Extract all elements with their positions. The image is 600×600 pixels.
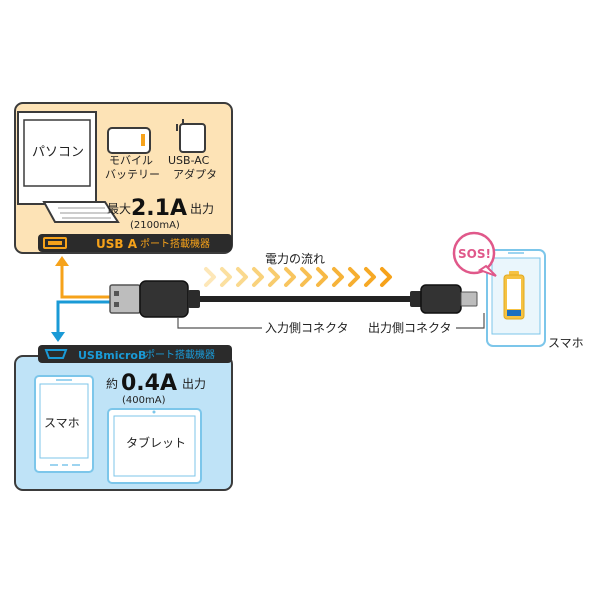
usb-a-port-type: USB A bbox=[96, 237, 138, 251]
top-output-prefix: 最大 bbox=[107, 202, 131, 216]
bottom-output-value: 0.4A bbox=[121, 371, 177, 396]
laptop-icon bbox=[17, 111, 120, 223]
usb-a-port-icon bbox=[43, 237, 67, 249]
smartphone-icon bbox=[34, 375, 94, 473]
adapter-label-line2: アダプタ bbox=[173, 167, 217, 181]
usb-a-plug-metal bbox=[109, 284, 141, 314]
bottom-output-suffix: 出力 bbox=[182, 377, 206, 391]
arrow-to-usb-microb-icon bbox=[51, 300, 110, 342]
usb-microb-port-text: ポート搭載機器 bbox=[145, 348, 215, 361]
smartphone-label: スマホ bbox=[44, 416, 80, 430]
output-connector bbox=[420, 284, 462, 314]
usb-microb-port-type: USBmicroB bbox=[78, 349, 146, 362]
input-connector-leader bbox=[177, 318, 262, 329]
top-output-value: 2.1A bbox=[131, 196, 187, 221]
sos-bubble: SOS! bbox=[452, 231, 497, 277]
battery-label-line1: モバイル bbox=[109, 154, 153, 167]
bottom-output-prefix: 約 bbox=[106, 376, 118, 391]
tablet-icon bbox=[107, 408, 202, 484]
cable-wire bbox=[200, 296, 418, 302]
phone-with-low-battery bbox=[486, 249, 546, 347]
usb-a-port-text: ポート搭載機器 bbox=[140, 237, 210, 250]
output-connector-label: 出力側コネクタ bbox=[368, 321, 452, 335]
adapter-label-line1: USB-AC bbox=[168, 154, 210, 167]
usb-a-port-bar bbox=[38, 234, 232, 252]
ac-adapter-icon bbox=[176, 119, 206, 153]
low-battery-icon bbox=[503, 271, 525, 320]
usb-a-device-panel: パソコン モバイル バッテリー USB-AC アダプタ 最大 2.1A 出力 (… bbox=[14, 102, 233, 254]
usb-cable bbox=[109, 280, 478, 318]
power-flow-chevrons-icon bbox=[204, 267, 392, 287]
input-connector bbox=[139, 280, 189, 318]
sos-text: SOS! bbox=[458, 247, 491, 261]
tablet-label: タブレット bbox=[126, 435, 186, 450]
top-output-milliamp: (2100mA) bbox=[130, 220, 180, 231]
input-connector-label: 入力側コネクタ bbox=[265, 321, 349, 335]
usb-microb-port-bar bbox=[38, 345, 232, 363]
pc-label: パソコン bbox=[32, 145, 84, 160]
power-flow-label: 電力の流れ bbox=[265, 252, 325, 266]
mobile-battery-icon bbox=[107, 127, 151, 154]
bottom-output-milliamp: (400mA) bbox=[122, 395, 166, 406]
usb-microb-device-panel: USBmicroB ポート搭載機器 スマホ 約 0.4A 出力 (400mA) … bbox=[14, 345, 233, 491]
output-connector-leader bbox=[456, 313, 485, 329]
arrow-to-usb-a-icon bbox=[55, 256, 110, 299]
micro-b-plug-metal bbox=[460, 291, 478, 307]
top-output-suffix: 出力 bbox=[190, 202, 214, 216]
right-phone-label: スマホ bbox=[548, 336, 584, 350]
usb-microb-port-icon bbox=[44, 349, 68, 359]
battery-label-line2: バッテリー bbox=[105, 168, 160, 181]
